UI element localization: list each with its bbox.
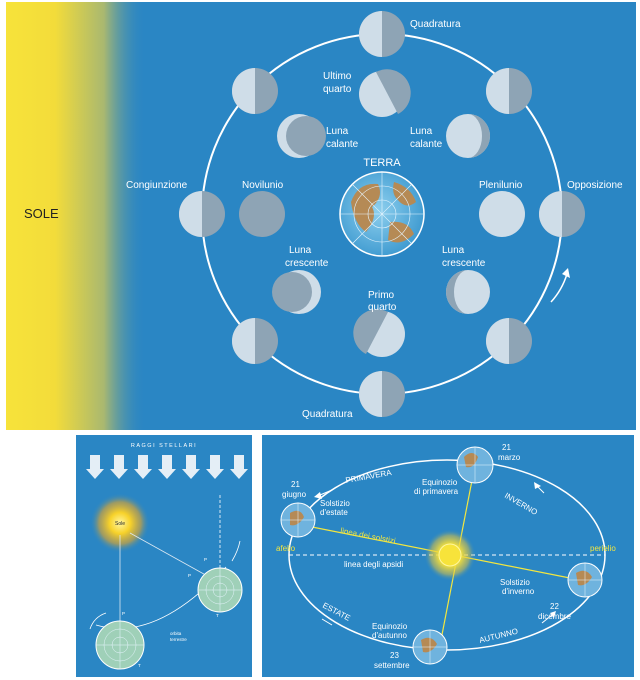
earth-december bbox=[567, 562, 603, 598]
label-crescente-left: Luna bbox=[289, 245, 312, 256]
rotation-arrow-2 bbox=[231, 540, 241, 562]
label-date-december: 22 bbox=[550, 602, 559, 611]
arrow-inverno bbox=[537, 486, 545, 494]
seasons-panel: 21 marzo 21 giugno 22 dicembre 23 settem… bbox=[262, 435, 634, 677]
stellar-rays-panel: RAGGI STELLARI Sole bbox=[76, 435, 252, 677]
moon-crescente-right bbox=[446, 270, 490, 314]
label-linea-apsidi: linea degli apsidi bbox=[344, 560, 403, 569]
moon-lower-right bbox=[486, 318, 532, 364]
label-date-june: 21 bbox=[291, 480, 300, 489]
earth-position-1 bbox=[95, 620, 145, 670]
arrow-autunno bbox=[541, 614, 553, 624]
label-p1: P bbox=[122, 611, 125, 616]
earth-globe bbox=[339, 171, 425, 257]
label-t1: T bbox=[138, 663, 141, 668]
label-date-march: 21 bbox=[502, 443, 511, 452]
moon-calante-left bbox=[277, 114, 326, 158]
stellar-ray-arrows bbox=[86, 455, 248, 479]
label-season-inverno: INVERNO bbox=[503, 491, 539, 517]
label-afelio: afelio bbox=[276, 544, 296, 553]
label-plenilunio: Plenilunio bbox=[479, 180, 523, 191]
earth-label: TERRA bbox=[363, 157, 401, 169]
moon-upper-left bbox=[232, 68, 278, 114]
label-primo-quarto-2: quarto bbox=[368, 302, 397, 313]
label-season-autunno: AUTUNNO bbox=[478, 627, 519, 645]
orbit-direction-arrow bbox=[550, 273, 568, 303]
label-ultimo-quarto: Ultimo bbox=[323, 71, 352, 82]
moon-opposizione bbox=[539, 191, 585, 237]
arrow-primavera bbox=[319, 489, 333, 496]
label-quadratura-bottom: Quadratura bbox=[302, 409, 353, 420]
label-crescente-left-2: crescente bbox=[285, 258, 329, 269]
label-date-march-2: marzo bbox=[498, 453, 521, 462]
moon-ultimo-quarto bbox=[359, 69, 411, 117]
label-calante-left-2: calante bbox=[326, 139, 359, 150]
label-p3: P bbox=[204, 557, 207, 562]
moon-phases-panel: SOLE TERRA bbox=[6, 2, 636, 430]
earth-march bbox=[456, 446, 494, 484]
label-calante-left: Luna bbox=[326, 126, 349, 137]
label-congiunzione: Congiunzione bbox=[126, 180, 188, 191]
label-calante-right: Luna bbox=[410, 126, 433, 137]
arrow-inverno-head bbox=[534, 482, 541, 489]
earth-position-2 bbox=[197, 567, 243, 613]
label-date-december-2: dicembre bbox=[538, 612, 571, 621]
moon-upper-right bbox=[486, 68, 532, 114]
label-equinozio-autunno-2: d'autunno bbox=[372, 631, 407, 640]
small-sun bbox=[90, 493, 150, 553]
label-perielio: perielio bbox=[590, 544, 616, 553]
moon-primo-quarto bbox=[353, 309, 405, 357]
moon-lower-left bbox=[232, 318, 278, 364]
central-sun-core bbox=[438, 543, 462, 567]
label-primo-quarto: Primo bbox=[368, 290, 395, 301]
label-solstizio-estate-2: d'estate bbox=[320, 508, 348, 517]
label-opposizione: Opposizione bbox=[567, 180, 623, 191]
orbit-arrow-head bbox=[562, 268, 570, 278]
moon-congiunzione bbox=[179, 191, 225, 237]
rotation-arrow-1 bbox=[89, 612, 107, 630]
earth-september bbox=[412, 629, 448, 665]
arrow-primavera-head bbox=[314, 492, 322, 499]
moon-plenilunio bbox=[479, 191, 525, 237]
label-solstizio-estate: Solstizio bbox=[320, 499, 350, 508]
label-date-september-2: settembre bbox=[374, 661, 410, 670]
label-t2: T bbox=[216, 613, 219, 618]
label-solstizio-inverno-2: d'inverno bbox=[502, 587, 535, 596]
sun-glow bbox=[6, 2, 146, 430]
label-calante-right-2: calante bbox=[410, 139, 443, 150]
moon-novilunio bbox=[239, 191, 285, 237]
label-season-estate: ESTATE bbox=[321, 601, 352, 623]
label-ultimo-quarto-2: quarto bbox=[323, 84, 352, 95]
label-solstizio-inverno: Solstizio bbox=[500, 578, 530, 587]
stellar-rays-title: RAGGI STELLARI bbox=[131, 443, 197, 449]
arrow-autunno-head bbox=[550, 611, 556, 618]
label-equinozio-autunno: Equinozio bbox=[372, 622, 408, 631]
label-linea-solstizi: linea dei solstizi bbox=[340, 526, 397, 546]
arrow-estate bbox=[321, 618, 333, 626]
label-season-primavera: PRIMAVERA bbox=[345, 468, 393, 485]
label-quadratura-top: Quadratura bbox=[410, 19, 461, 30]
label-date-june-2: giugno bbox=[282, 490, 307, 499]
moon-calante-right bbox=[446, 114, 490, 158]
earth-june bbox=[280, 502, 316, 538]
label-crescente-right-2: crescente bbox=[442, 258, 486, 269]
moon-crescente-left bbox=[272, 270, 321, 314]
moon-quadratura-bottom bbox=[359, 371, 405, 417]
moon-quadratura-top bbox=[359, 11, 405, 57]
label-date-september: 23 bbox=[390, 651, 399, 660]
label-crescente-right: Luna bbox=[442, 245, 465, 256]
label-orbit-2: terrestre bbox=[170, 637, 187, 642]
label-p2: P bbox=[188, 573, 191, 578]
label-novilunio: Novilunio bbox=[242, 180, 284, 191]
label-orbit-1: orbita bbox=[170, 631, 182, 636]
label-equinozio-primavera: Equinozio bbox=[422, 478, 458, 487]
sun-label: SOLE bbox=[24, 206, 59, 221]
small-sun-label: Sole bbox=[115, 521, 125, 527]
label-equinozio-primavera-2: di primavera bbox=[414, 487, 459, 496]
